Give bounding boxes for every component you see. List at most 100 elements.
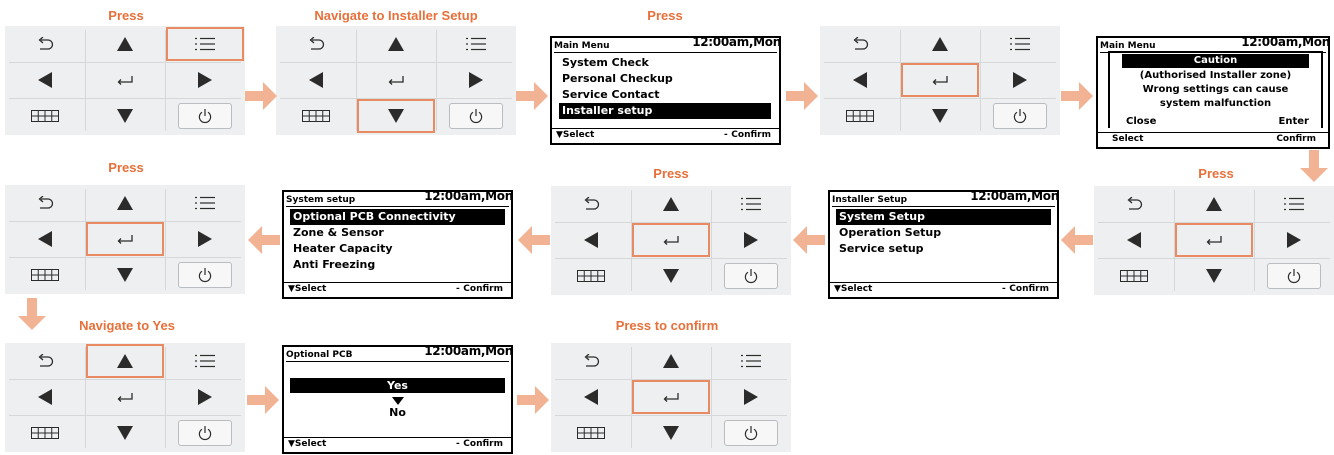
power-icon — [993, 103, 1047, 129]
menu-list: Optional PCB Connectivity Zone & Sensor … — [290, 209, 505, 273]
back-key[interactable] — [1095, 187, 1173, 221]
grid-key[interactable] — [277, 99, 355, 133]
down-key[interactable] — [1175, 259, 1253, 293]
down-key[interactable] — [632, 259, 710, 293]
menu-icon — [741, 197, 761, 211]
up-key[interactable] — [357, 27, 435, 61]
menu-key[interactable] — [166, 27, 244, 61]
menu-key[interactable] — [437, 27, 515, 61]
up-key[interactable] — [86, 27, 164, 61]
menu-icon — [1284, 197, 1304, 211]
right-key[interactable] — [437, 63, 515, 97]
caution-dialog: Caution (Authorised Installer zone) Wron… — [1108, 51, 1323, 128]
grid-key[interactable] — [6, 416, 84, 450]
screen-clock: 12:00am,Mon — [424, 190, 513, 203]
up-arrow-icon — [117, 37, 133, 51]
power-key[interactable] — [166, 258, 244, 292]
up-key[interactable] — [632, 344, 710, 378]
up-key[interactable] — [901, 27, 979, 61]
down-key[interactable] — [357, 99, 435, 133]
power-key[interactable] — [1255, 259, 1333, 293]
right-key[interactable] — [981, 63, 1059, 97]
back-key[interactable] — [6, 27, 84, 61]
screen-footer: ▼Select ⁃ Confirm — [284, 282, 511, 297]
footer-select: ▼Select — [834, 284, 873, 294]
power-key[interactable] — [712, 259, 790, 293]
right-key[interactable] — [712, 223, 790, 257]
left-key[interactable] — [552, 223, 630, 257]
left-key[interactable] — [821, 63, 899, 97]
remote-keypad — [5, 185, 245, 294]
grid-key[interactable] — [552, 416, 630, 450]
grid-key[interactable] — [1095, 259, 1173, 293]
back-icon — [36, 354, 54, 368]
power-key[interactable] — [437, 99, 515, 133]
menu-key[interactable] — [712, 187, 790, 221]
back-key[interactable] — [277, 27, 355, 61]
menu-key[interactable] — [981, 27, 1059, 61]
left-key[interactable] — [6, 380, 84, 414]
down-key[interactable] — [86, 416, 164, 450]
left-key[interactable] — [6, 222, 84, 256]
footer-select: ▼Select — [288, 439, 327, 449]
right-arrow-icon — [245, 82, 277, 110]
power-key[interactable] — [981, 99, 1059, 133]
enter-key[interactable] — [86, 222, 164, 256]
menu-key[interactable] — [166, 186, 244, 220]
right-key[interactable] — [166, 63, 244, 97]
menu-key[interactable] — [1255, 187, 1333, 221]
left-key[interactable] — [6, 63, 84, 97]
back-key[interactable] — [821, 27, 899, 61]
menu-key[interactable] — [712, 344, 790, 378]
up-arrow-icon — [1206, 197, 1222, 211]
right-key[interactable] — [166, 222, 244, 256]
back-icon — [36, 37, 54, 51]
menu-key[interactable] — [166, 344, 244, 378]
power-key[interactable] — [166, 99, 244, 133]
right-arrow-icon — [516, 82, 548, 110]
remote-keypad — [276, 26, 516, 135]
down-key[interactable] — [632, 416, 710, 450]
up-key[interactable] — [1175, 187, 1253, 221]
screen-title: Main Menu — [554, 41, 610, 51]
grid-key[interactable] — [6, 258, 84, 292]
grid-key[interactable] — [552, 259, 630, 293]
left-key[interactable] — [277, 63, 355, 97]
enter-key[interactable] — [86, 380, 164, 414]
enter-key[interactable] — [632, 223, 710, 257]
right-arrow-icon — [744, 389, 758, 405]
grid-key[interactable] — [6, 99, 84, 133]
enter-icon — [663, 235, 679, 245]
down-key[interactable] — [901, 99, 979, 133]
enter-key[interactable] — [86, 63, 164, 97]
right-key[interactable] — [1255, 223, 1333, 257]
remote-keypad — [551, 343, 791, 452]
enter-key[interactable] — [1175, 223, 1253, 257]
up-key[interactable] — [86, 186, 164, 220]
screen-header: Optional PCB 12:00am,Mon — [286, 347, 511, 362]
down-key[interactable] — [86, 258, 164, 292]
grid-key[interactable] — [821, 99, 899, 133]
left-key[interactable] — [552, 380, 630, 414]
enter-icon — [117, 392, 133, 402]
back-key[interactable] — [552, 344, 630, 378]
left-key[interactable] — [1095, 223, 1173, 257]
menu-list: System Setup Operation Setup Service set… — [836, 209, 1051, 257]
up-arrow-icon — [117, 196, 133, 210]
enter-key[interactable] — [632, 380, 710, 414]
close-option: Close — [1126, 116, 1157, 127]
back-key[interactable] — [552, 187, 630, 221]
right-arrow-icon — [198, 72, 212, 88]
power-key[interactable] — [166, 416, 244, 450]
down-key[interactable] — [86, 99, 164, 133]
up-key[interactable] — [632, 187, 710, 221]
enter-key[interactable] — [357, 63, 435, 97]
right-key[interactable] — [166, 380, 244, 414]
back-key[interactable] — [6, 344, 84, 378]
left-arrow-icon — [793, 226, 825, 254]
back-key[interactable] — [6, 186, 84, 220]
up-key[interactable] — [86, 344, 164, 378]
right-key[interactable] — [712, 380, 790, 414]
power-key[interactable] — [712, 416, 790, 450]
enter-key[interactable] — [901, 63, 979, 97]
